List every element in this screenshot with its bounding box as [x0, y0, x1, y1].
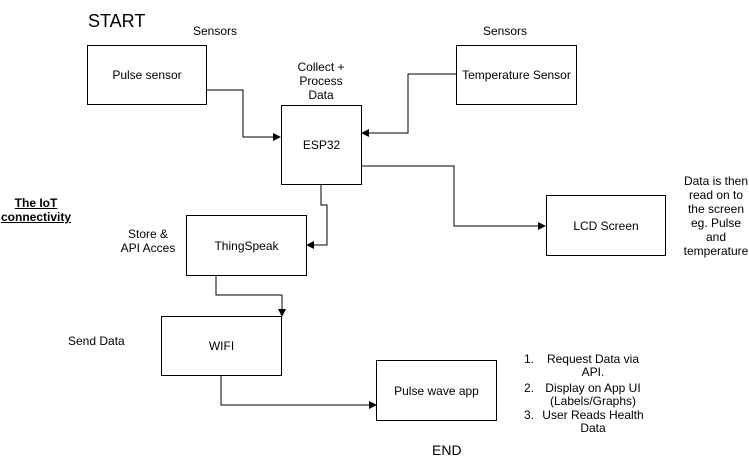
lcd-note-label: Data is then read on to the screen eg. P…	[678, 174, 749, 258]
edge-pulse-to-esp32	[207, 89, 281, 141]
edge-thingspeak-to-wifi	[215, 276, 286, 317]
store-api-label: Store & API Acces	[112, 227, 184, 255]
pulse-sensor-node-label: Pulse sensor	[112, 68, 182, 82]
iot-connectivity-label: The IoT connectivity	[0, 196, 74, 224]
app-step-number: 1.	[524, 352, 535, 366]
esp32-node: ESP32	[281, 105, 362, 185]
store-api-line-1: Store &	[127, 227, 169, 241]
collect-process-line-1: Collect +	[297, 60, 345, 74]
temperature-sensor-node-label: Temperature Sensor	[462, 68, 571, 82]
pulse-wave-app-node-label: Pulse wave app	[394, 383, 479, 398]
app-step-item: 3. User Reads Health Data	[522, 409, 644, 435]
collect-process-line-3: Data	[308, 88, 334, 102]
app-step-item: 1. Request Data via API.	[522, 353, 644, 379]
end-label: END	[432, 442, 462, 458]
thingspeak-node-label: ThingSpeak	[214, 238, 279, 253]
iot-line-2: connectivity	[0, 210, 72, 224]
sensors-label-right: Sensors	[483, 24, 528, 38]
sensors-label-left: Sensors	[193, 24, 238, 38]
collect-process-line-2: Process	[299, 74, 343, 88]
app-step-number: 3.	[524, 408, 535, 422]
iot-line-1: The IoT	[14, 196, 58, 210]
pulse-sensor-node: Pulse sensor	[87, 45, 207, 105]
lcd-note-line-6: temperature	[683, 244, 749, 258]
app-step-text: Display on App UI (Labels/Graphs)	[545, 381, 641, 408]
edge-temperature-to-esp32	[361, 73, 456, 137]
esp32-node-label: ESP32	[302, 138, 341, 152]
edge-esp32-to-lcd	[362, 165, 546, 230]
app-step-text: User Reads Health Data	[542, 408, 644, 435]
wifi-node: WIFI	[161, 316, 282, 376]
collect-process-label: Collect + Process Data	[283, 60, 359, 102]
app-step-text: Request Data via API.	[546, 352, 640, 379]
wifi-node-label: WIFI	[208, 339, 235, 353]
edge-esp32-to-thingspeak	[306, 185, 328, 249]
lcd-note-line-3: the screen	[687, 202, 745, 216]
temperature-sensor-node: Temperature Sensor	[456, 45, 577, 105]
edge-wifi-to-app	[220, 376, 377, 409]
send-data-label: Send Data	[68, 334, 125, 348]
lcd-note-line-1: Data is then	[683, 174, 749, 188]
lcd-screen-node: LCD Screen	[546, 195, 666, 256]
thingspeak-node: ThingSpeak	[186, 215, 307, 276]
start-label: START	[88, 11, 146, 31]
app-steps-list: 1. Request Data via API. 2. Display on A…	[522, 353, 644, 435]
lcd-note-line-5: and	[705, 230, 727, 244]
app-step-number: 2.	[524, 381, 535, 395]
pulse-wave-app-node: Pulse wave app	[376, 360, 497, 421]
lcd-note-line-2: read on to	[688, 188, 744, 202]
lcd-note-line-4: eg. Pulse	[690, 216, 742, 230]
lcd-screen-node-label: LCD Screen	[573, 218, 639, 233]
app-step-item: 2. Display on App UI (Labels/Graphs)	[522, 382, 644, 408]
store-api-line-2: API Acces	[120, 241, 176, 255]
